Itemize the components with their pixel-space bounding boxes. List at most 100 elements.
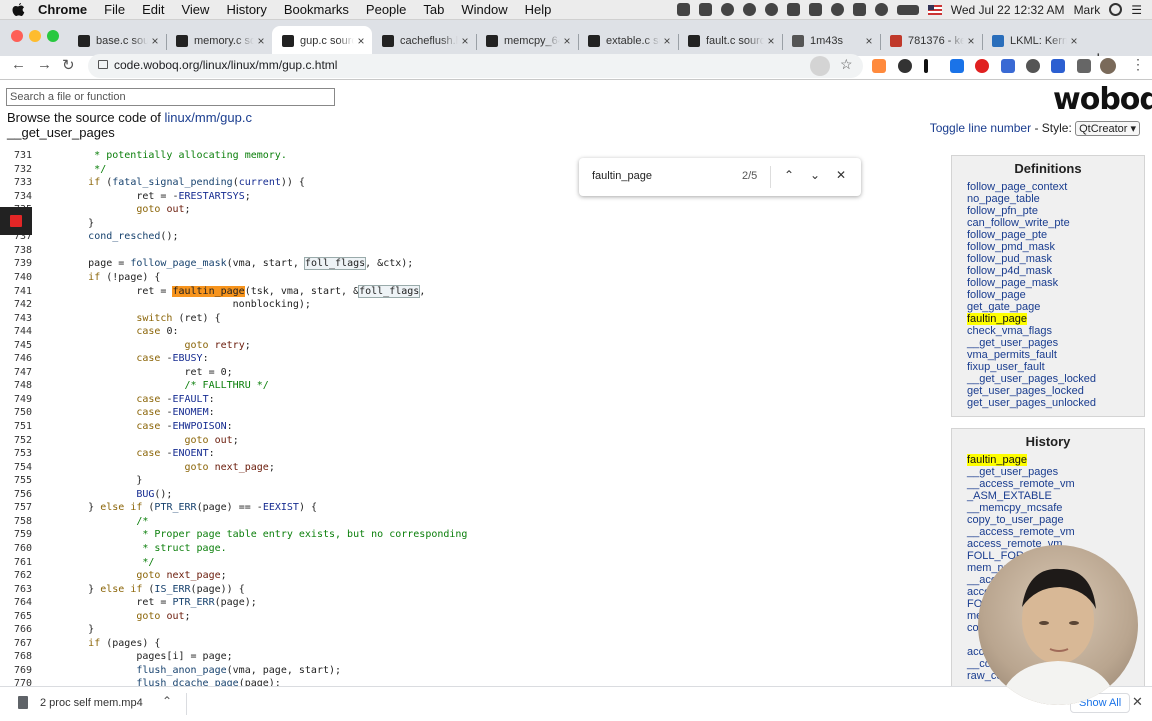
code-text[interactable]: case -ENOMEM: xyxy=(136,407,215,419)
definitions-item[interactable]: no_page_table xyxy=(967,193,1144,205)
maximize-window-button[interactable] xyxy=(47,30,59,42)
definitions-item[interactable]: __get_user_pages_locked xyxy=(967,373,1144,385)
code-text[interactable]: goto next_page; xyxy=(184,461,275,473)
line-number[interactable]: 763 xyxy=(13,583,32,595)
tab-close-icon[interactable]: × xyxy=(967,34,975,48)
definitions-item[interactable]: get_user_pages_unlocked xyxy=(967,397,1144,409)
code-text[interactable]: flush_dcache_page(page); xyxy=(136,678,281,687)
tab-close-icon[interactable]: × xyxy=(151,34,159,48)
line-number[interactable]: 731 xyxy=(13,150,32,161)
line-number[interactable]: 740 xyxy=(13,271,32,283)
tab[interactable]: cacheflush.h× xyxy=(372,26,476,56)
clock[interactable]: Wed Jul 22 12:32 AM xyxy=(950,2,1065,17)
menu-chrome[interactable]: Chrome xyxy=(38,2,88,17)
tab-close-icon[interactable]: × xyxy=(461,34,469,48)
plus-status-icon[interactable] xyxy=(698,3,712,16)
shield-icon[interactable] xyxy=(808,3,822,16)
line-number[interactable]: 743 xyxy=(13,312,32,324)
line-number[interactable]: 747 xyxy=(13,366,32,378)
definitions-item[interactable]: fixup_user_fault xyxy=(967,361,1144,373)
close-window-button[interactable] xyxy=(11,30,23,42)
definitions-item[interactable]: follow_p4d_mask xyxy=(967,265,1144,277)
tab[interactable]: gup.c source× xyxy=(272,26,372,56)
code-text[interactable]: case -EHWPOISON: xyxy=(136,421,233,432)
toggle-line-number-link[interactable]: Toggle line number xyxy=(929,121,1032,135)
line-number[interactable]: 734 xyxy=(13,190,32,202)
chevron-up-icon[interactable]: ⌃ xyxy=(162,694,173,708)
lock-icon[interactable] xyxy=(98,60,108,69)
line-number[interactable]: 742 xyxy=(13,299,32,311)
extension-icon[interactable] xyxy=(1001,59,1015,73)
extension-icon[interactable] xyxy=(975,59,989,73)
code-text[interactable]: case -EFAULT: xyxy=(136,393,215,405)
line-number[interactable]: 769 xyxy=(13,664,32,676)
history-item[interactable]: __get_user_pages xyxy=(967,466,1144,478)
definitions-item[interactable]: get_user_pages_locked xyxy=(967,385,1144,397)
bookmark-star-icon[interactable]: ☆ xyxy=(840,56,853,72)
menu-people[interactable]: People xyxy=(365,2,407,17)
code-text[interactable]: BUG(); xyxy=(136,488,173,500)
code-text[interactable]: ret = 0; xyxy=(40,366,233,378)
code-text[interactable]: nonblocking); xyxy=(40,299,311,311)
tab[interactable]: LKML: Kernel× xyxy=(982,26,1085,56)
tab[interactable]: extable.c source× xyxy=(578,26,678,56)
code-text[interactable]: } xyxy=(40,475,143,487)
extension-icon[interactable] xyxy=(898,59,912,73)
menu-view[interactable]: View xyxy=(181,2,210,17)
download-filename[interactable]: 2 proc self mem.mp4 xyxy=(40,697,143,709)
kebab-menu-icon[interactable]: ⋮ xyxy=(1131,56,1145,72)
tab[interactable]: memory.c source× xyxy=(166,26,272,56)
file-path-link[interactable]: linux/mm/gup.c xyxy=(164,110,252,125)
line-number[interactable]: 767 xyxy=(13,637,32,649)
tab-close-icon[interactable]: × xyxy=(767,34,775,48)
control-center-icon[interactable]: ☰ xyxy=(1131,2,1142,17)
line-number[interactable]: 737 xyxy=(13,231,32,243)
user-name[interactable]: Mark xyxy=(1073,2,1101,17)
history-item[interactable]: copy_to_user_page xyxy=(967,514,1144,526)
line-number[interactable]: 744 xyxy=(13,326,32,338)
code-text[interactable]: goto out; xyxy=(184,434,239,446)
code-text[interactable]: ret = PTR_ERR(page); xyxy=(40,597,257,609)
tab-close-icon[interactable]: × xyxy=(1070,34,1078,48)
code-text[interactable]: goto next_page; xyxy=(136,570,227,582)
line-number[interactable]: 748 xyxy=(13,380,32,392)
code-text[interactable]: page = follow_page_mask(vma, start, foll… xyxy=(40,257,414,271)
url-text[interactable]: code.woboq.org/linux/linux/mm/gup.c.html xyxy=(114,58,338,72)
line-number[interactable]: 768 xyxy=(13,651,32,663)
minimize-window-button[interactable] xyxy=(29,30,41,42)
line-number[interactable]: 733 xyxy=(13,177,32,189)
code-text[interactable]: if (fatal_signal_pending(current)) { xyxy=(88,177,305,189)
history-item[interactable]: __access_remote_vm xyxy=(967,478,1144,490)
definitions-item[interactable]: check_vma_flags xyxy=(967,325,1144,337)
tab-close-icon[interactable]: × xyxy=(563,34,571,48)
history-item[interactable]: __access_remote_vm xyxy=(967,526,1144,538)
code-text[interactable]: case -EBUSY: xyxy=(136,353,209,365)
find-previous-icon[interactable]: ⌃ xyxy=(784,168,795,182)
tab-close-icon[interactable]: × xyxy=(663,34,671,48)
menu-bookmarks[interactable]: Bookmarks xyxy=(283,2,349,17)
code-text[interactable]: goto out; xyxy=(136,610,191,622)
code-text[interactable]: case 0: xyxy=(136,326,179,338)
definitions-item[interactable]: faultin_page xyxy=(967,313,1144,325)
line-number[interactable]: 749 xyxy=(13,393,32,405)
close-icon[interactable]: ✕ xyxy=(1132,694,1143,709)
tab[interactable]: 781376 - kernel× xyxy=(880,26,982,56)
code-text[interactable]: case -ENOENT: xyxy=(136,448,215,460)
code-text[interactable]: * Proper page table entry exists, but no… xyxy=(40,529,468,541)
definitions-item[interactable]: __get_user_pages xyxy=(967,337,1144,349)
extension-icon[interactable] xyxy=(924,59,928,73)
bluetooth-icon[interactable] xyxy=(852,3,866,16)
search-input[interactable]: Search a file or function xyxy=(6,88,335,106)
find-close-icon[interactable]: ✕ xyxy=(836,168,847,182)
style-select[interactable]: QtCreator ▾ xyxy=(1075,121,1140,136)
us-flag-icon[interactable] xyxy=(927,4,942,15)
line-number[interactable]: 752 xyxy=(13,434,32,446)
find-next-icon[interactable]: ⌄ xyxy=(810,168,821,182)
tab[interactable]: 1m43s× xyxy=(782,26,880,56)
stop-recording-icon[interactable] xyxy=(0,207,32,235)
line-number[interactable]: 757 xyxy=(13,502,32,514)
menu-window[interactable]: Window xyxy=(461,2,508,17)
code-text[interactable]: flush_anon_page(vma, page, start); xyxy=(136,664,342,676)
find-input[interactable]: faultin_page xyxy=(592,170,652,182)
line-number[interactable]: 738 xyxy=(13,244,32,256)
